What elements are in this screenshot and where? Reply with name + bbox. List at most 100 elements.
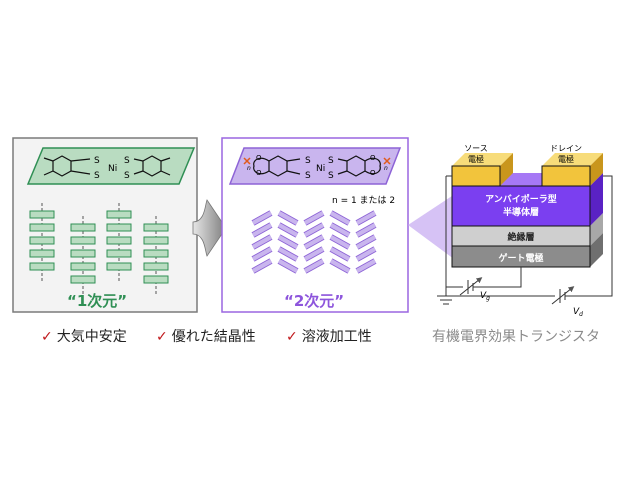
drain-top [542, 153, 603, 166]
sulfur-atom: S [305, 156, 311, 166]
molecule-bar-fill [303, 259, 325, 273]
molecule-bar-fill [277, 247, 299, 261]
molecule-bar [29, 223, 55, 232]
oxygen-atom: O [256, 169, 262, 177]
panel-1d: S S Ni S S [12, 137, 198, 313]
feature-item: ✓優れた結晶性 [156, 329, 256, 345]
semiconductor-side [590, 173, 603, 226]
molecule-bar [143, 223, 169, 232]
molecule-bar [106, 262, 132, 271]
gate-electrode [452, 246, 590, 267]
caption-2d: “2次元” [284, 292, 345, 310]
oxygen-atom: O [256, 154, 262, 162]
caption-1d: “1次元” [67, 292, 128, 310]
sulfur-atom: S [328, 156, 334, 166]
transistor-device: ソース 電極 ドレイン 電極 アンバイポーラ型 半導体層 絶縁層 ゲート電極 V… [437, 144, 613, 318]
molecule-bar [106, 236, 132, 245]
molecule-bar [70, 262, 96, 271]
molecule-bar-fill [277, 211, 299, 225]
molecule-bar-fill [355, 235, 377, 249]
oxygen-atom: O [370, 169, 376, 177]
molecule-bar-fill [303, 247, 325, 261]
molecule-bar-fill [277, 259, 299, 273]
molecule-bar [106, 210, 132, 219]
check-icon: ✓ [286, 329, 298, 345]
molecule-bar-fill [251, 211, 273, 225]
semiconductor-layer [452, 186, 590, 226]
molecule-bar-fill [277, 235, 299, 249]
check-icon: ✓ [156, 329, 168, 345]
zoom-callout [408, 192, 458, 262]
molecule-bar-fill [329, 235, 351, 249]
source-label: 電極 [468, 154, 484, 164]
sulfur-atom: S [124, 156, 130, 166]
molecule-2d [253, 155, 381, 177]
gate-label: ゲート電極 [498, 252, 543, 264]
transition-arrow-icon [192, 199, 227, 257]
drain-side [590, 153, 603, 186]
molecule-bar [143, 262, 169, 271]
drain-label: ドレイン [550, 144, 582, 153]
molecule-bar-fill [251, 235, 273, 249]
panel-2d: O O O O n n S S Ni S S n = 1 または 2 [221, 137, 409, 313]
drain-electrode [542, 166, 590, 186]
feature-item: ✓溶液加工性 [286, 329, 372, 345]
sulfur-atom: S [124, 171, 130, 181]
nickel-atom: Ni [316, 164, 325, 174]
n-value-note: n = 1 または 2 [332, 195, 395, 206]
molecule-bar [143, 249, 169, 258]
molecule-bar-fill [355, 259, 377, 273]
molecule-bar [29, 210, 55, 219]
insulator-label: 絶縁層 [507, 231, 534, 243]
molecule-bar-fill [355, 247, 377, 261]
source-label: ソース [464, 144, 488, 153]
molecule-1d [43, 155, 171, 177]
insulator-side [590, 213, 603, 246]
source-side [500, 153, 513, 186]
oxygen-atom: O [370, 154, 376, 162]
molecule-bar-fill [355, 211, 377, 225]
molecule-bar [29, 262, 55, 271]
sulfur-atom: S [328, 171, 334, 181]
source-electrode [452, 166, 500, 186]
vg-label: Vg [480, 291, 490, 302]
molecule-bar [70, 236, 96, 245]
stacks-1d [29, 203, 169, 296]
semiconductor-label: 半導体層 [503, 206, 539, 218]
circuit-wiring [437, 175, 613, 305]
vd-label: Vd [573, 307, 583, 318]
molecule-bar-fill [329, 211, 351, 225]
molecule-bar-fill [355, 223, 377, 237]
nickel-atom: Ni [108, 164, 117, 174]
sulfur-atom: S [94, 156, 100, 166]
molecule-bar [70, 275, 96, 284]
molecule-bar-fill [303, 223, 325, 237]
molecule-bar-fill [329, 223, 351, 237]
source-top [452, 153, 513, 166]
molecule-bar-fill [277, 223, 299, 237]
molecule-bar [106, 223, 132, 232]
molecule-bar [143, 236, 169, 245]
drain-label: 電極 [558, 154, 574, 164]
stacks-2d [251, 210, 377, 274]
repeat-n-label: n [384, 165, 388, 172]
molecule-bar-fill [329, 247, 351, 261]
sulfur-atom: S [94, 171, 100, 181]
molecule-bar [29, 249, 55, 258]
molecule-bar [70, 249, 96, 258]
molecule-bar-fill [251, 223, 273, 237]
molecule-bar-fill [303, 235, 325, 249]
molecule-bar [143, 275, 169, 284]
molecule-bar [29, 236, 55, 245]
otft-label: 有機電界効果トランジスタ [432, 329, 600, 345]
gate-side [590, 233, 603, 267]
feature-item: ✓大気中安定 [41, 329, 127, 345]
molecule-bar-fill [251, 247, 273, 261]
molecule-bar-fill [329, 259, 351, 273]
side-chain-marks [243, 157, 391, 165]
semiconductor-label: アンバイポーラ型 [485, 193, 557, 205]
molecule-bar [106, 249, 132, 258]
insulator-layer [452, 226, 590, 246]
molecule-bar-fill [251, 259, 273, 273]
